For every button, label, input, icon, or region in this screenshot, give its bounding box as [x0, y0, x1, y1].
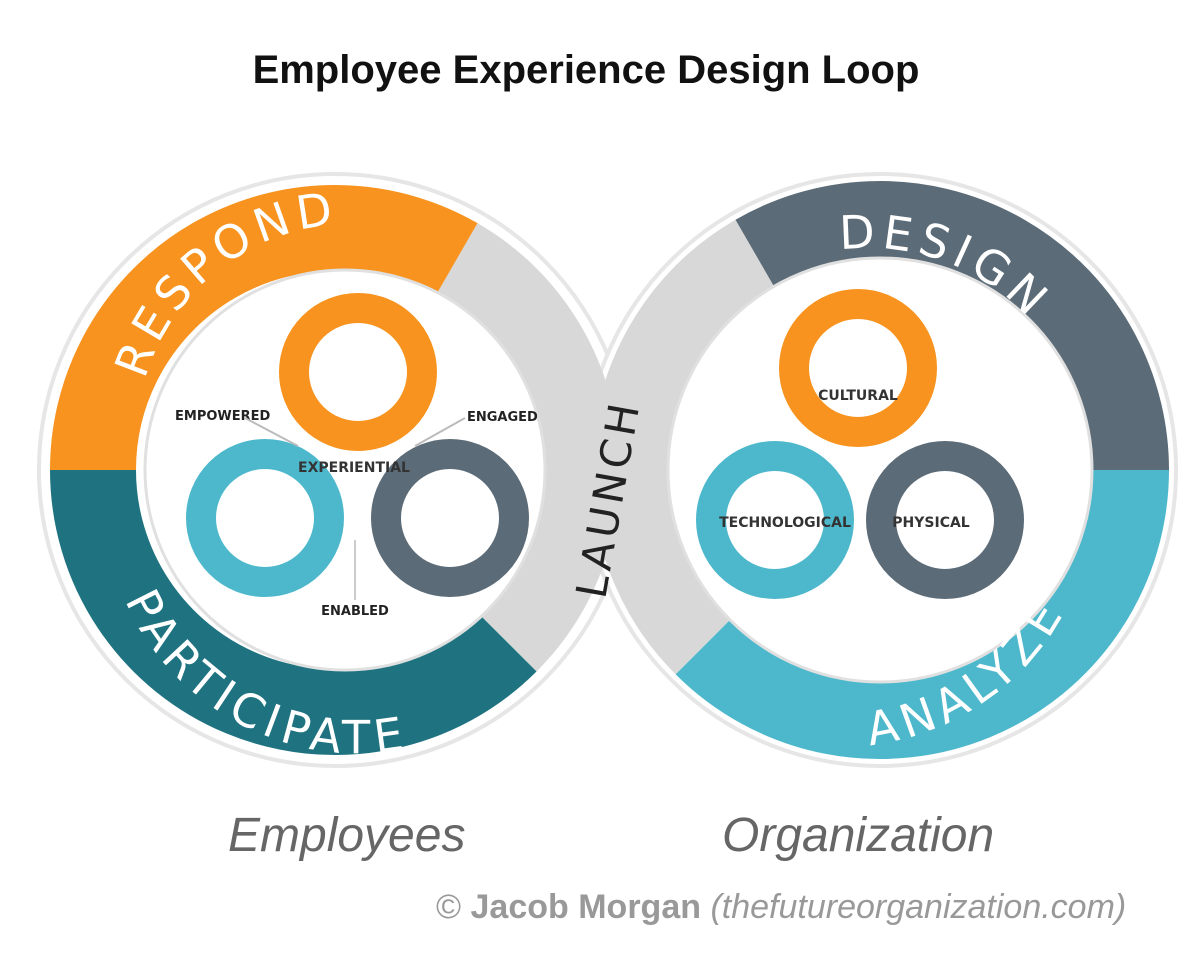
engaged-label: ENGAGED	[467, 410, 538, 425]
enabled-label: ENABLED	[321, 604, 389, 619]
page-title: Employee Experience Design Loop	[252, 48, 920, 92]
organization-caption: Organization	[722, 809, 995, 862]
physical-label: PHYSICAL	[892, 515, 970, 531]
empowered-label: EMPOWERED	[175, 409, 271, 424]
cultural-label: CULTURAL	[818, 388, 898, 404]
engaged-arrow	[414, 417, 466, 447]
credit: © Jacob Morgan (thefutureorganization.co…	[436, 888, 1126, 927]
credit-site: (thefutureorganization.com)	[710, 888, 1127, 926]
design-segment	[735, 181, 1169, 471]
right-orange-ring	[779, 289, 937, 447]
analyze-segment	[675, 469, 1169, 759]
right-teal-ring	[696, 441, 854, 599]
employees-caption: Employees	[228, 809, 466, 862]
empowered-arrow	[244, 417, 299, 447]
right-launch-segment	[591, 219, 780, 675]
left-slate-ring	[371, 439, 529, 597]
credit-name: Jacob Morgan	[470, 888, 701, 926]
right-slate-ring	[866, 441, 1024, 599]
participate-segment	[50, 469, 537, 755]
experiential-label: EXPERIENTIAL	[298, 460, 410, 476]
technological-label: TECHNOLOGICAL	[719, 515, 851, 531]
left-orange-ring	[279, 293, 437, 451]
left-teal-ring	[186, 439, 344, 597]
left-launch-segment	[433, 223, 620, 672]
respond-segment	[50, 185, 478, 471]
copyright-icon: ©	[436, 888, 462, 926]
